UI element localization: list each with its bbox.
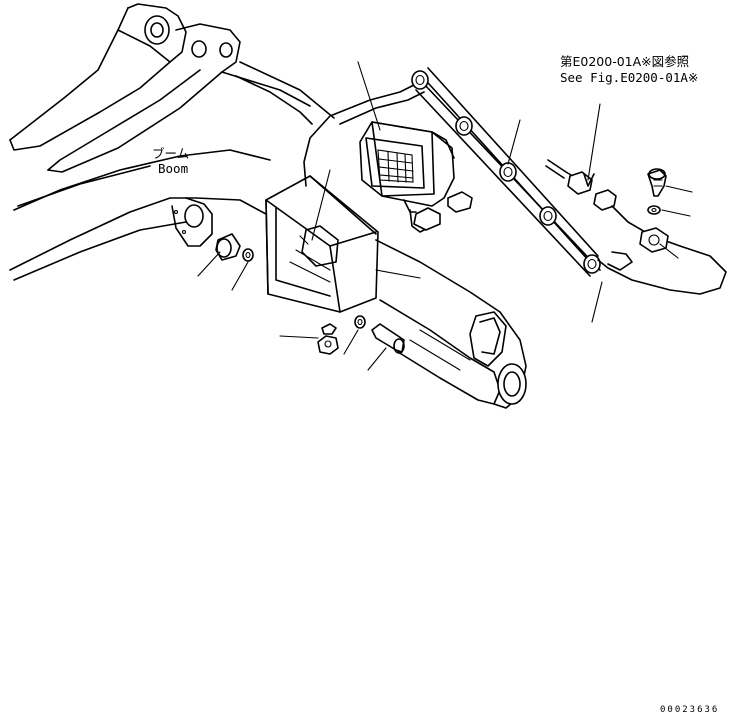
clamp-2 xyxy=(455,116,473,136)
washer-lower xyxy=(354,315,366,329)
lamp-bracket-box xyxy=(265,175,379,313)
washer-upper xyxy=(647,205,661,215)
lamp-connector xyxy=(413,191,473,231)
washer-left xyxy=(242,248,254,262)
harness-connector-pair xyxy=(545,159,617,211)
washer-bottom xyxy=(321,323,337,335)
reference-label-japanese: 第E0200-01A※図参照 xyxy=(560,54,689,69)
clamp-5 xyxy=(583,254,601,274)
harness-clip xyxy=(639,227,669,253)
spacer xyxy=(215,233,241,261)
boom-lower-bracket xyxy=(9,197,271,281)
nut xyxy=(317,335,339,355)
lamp-harness xyxy=(303,83,425,187)
work-lamp xyxy=(359,121,455,233)
reference-label-english: See Fig.E0200-01A※ xyxy=(560,70,698,85)
boom-foot xyxy=(375,239,527,409)
boom-label-japanese: ブーム xyxy=(152,146,189,161)
leader-lines xyxy=(197,61,693,371)
boom-label-english: Boom xyxy=(158,161,188,176)
clamp-4 xyxy=(539,206,557,226)
boom-arm xyxy=(9,3,335,211)
drawing-number: 00023636 xyxy=(660,705,719,715)
bolt-upper xyxy=(647,168,667,197)
harness-loop xyxy=(597,205,727,295)
clamp-3 xyxy=(499,162,517,182)
clamp-1 xyxy=(411,70,429,90)
bolt-lower xyxy=(371,323,405,354)
